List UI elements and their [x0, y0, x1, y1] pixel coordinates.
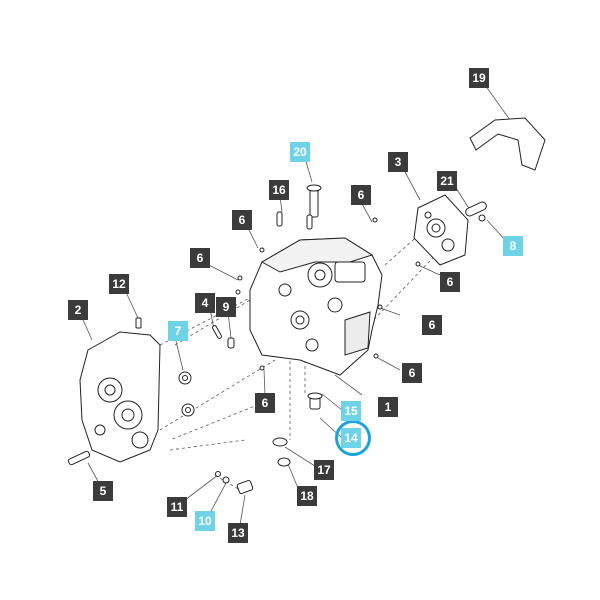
callout-label: 17 [317, 463, 331, 477]
callout-label: 6 [428, 318, 436, 332]
callout-label: 15 [344, 404, 358, 418]
callout-label: 6 [238, 213, 246, 227]
callout-11[interactable]: 11 [167, 497, 187, 517]
callout-14[interactable]: 14 [341, 428, 361, 448]
callout-16[interactable]: 16 [269, 180, 289, 200]
callout-6[interactable]: 6 [422, 315, 442, 335]
callout-label: 19 [472, 71, 486, 85]
left-side-cover [79, 331, 161, 463]
callout-18[interactable]: 18 [297, 486, 317, 506]
callout-label: 9 [222, 300, 230, 314]
callout-2[interactable]: 2 [68, 300, 88, 320]
callout-9[interactable]: 9 [216, 297, 236, 317]
callout-label: 4 [201, 296, 209, 310]
callout-15[interactable]: 15 [341, 401, 361, 421]
callout-20[interactable]: 20 [290, 142, 310, 162]
callout-label: 18 [300, 489, 314, 503]
callout-label: 6 [408, 366, 416, 380]
callout-6[interactable]: 6 [190, 248, 210, 268]
callout-6[interactable]: 6 [232, 210, 252, 230]
callout-label: 14 [344, 431, 358, 445]
top-shield [469, 117, 546, 171]
callout-label: 21 [440, 174, 454, 188]
callout-label: 1 [384, 400, 392, 414]
callout-6[interactable]: 6 [255, 393, 275, 413]
callout-label: 16 [272, 183, 286, 197]
callout-21[interactable]: 21 [437, 171, 457, 191]
callout-8[interactable]: 8 [503, 236, 523, 256]
callout-6[interactable]: 6 [351, 185, 371, 205]
callout-label: 12 [112, 277, 126, 291]
callout-label: 6 [261, 396, 269, 410]
callout-3[interactable]: 3 [388, 152, 408, 172]
callout-4[interactable]: 4 [195, 293, 215, 313]
callout-label: 6 [196, 251, 204, 265]
callout-label: 7 [174, 324, 182, 338]
callout-1[interactable]: 1 [378, 397, 398, 417]
callout-10[interactable]: 10 [195, 511, 215, 531]
callout-17[interactable]: 17 [314, 460, 334, 480]
callout-label: 6 [446, 275, 454, 289]
small-parts [67, 184, 487, 495]
callout-6[interactable]: 6 [402, 363, 422, 383]
callout-label: 5 [99, 484, 107, 498]
callout-label: 8 [509, 239, 517, 253]
callout-6[interactable]: 6 [440, 272, 460, 292]
callout-label: 20 [293, 145, 307, 159]
callout-label: 6 [357, 188, 365, 202]
callout-19[interactable]: 19 [469, 68, 489, 88]
callout-12[interactable]: 12 [109, 274, 129, 294]
callout-label: 3 [394, 155, 402, 169]
callout-label: 13 [231, 526, 245, 540]
right-cover-plate [413, 194, 469, 266]
callout-13[interactable]: 13 [228, 523, 248, 543]
callout-7[interactable]: 7 [168, 321, 188, 341]
callout-5[interactable]: 5 [93, 481, 113, 501]
callout-label: 11 [170, 500, 184, 514]
callout-label: 10 [198, 514, 212, 528]
main-housing [249, 237, 383, 376]
callout-label: 2 [74, 303, 82, 317]
